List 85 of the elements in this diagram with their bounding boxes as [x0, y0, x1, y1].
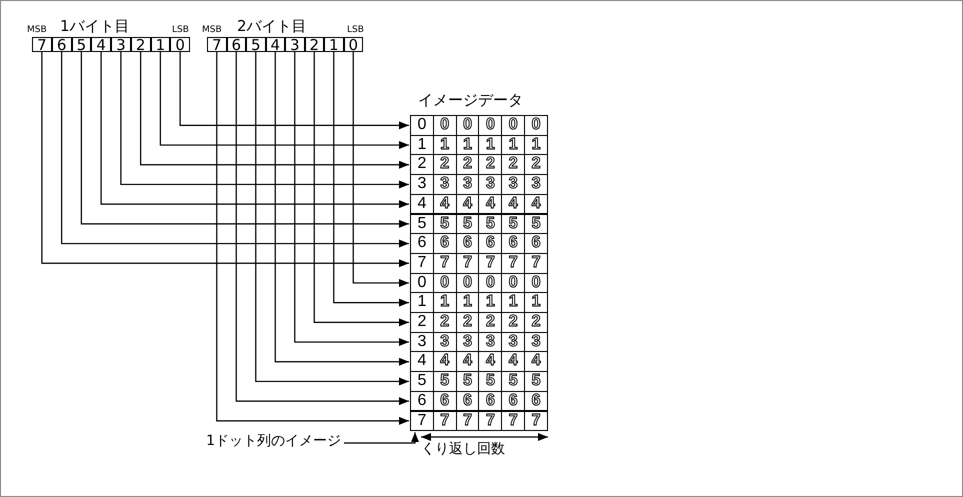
table-cell-text: 6 — [416, 392, 428, 410]
bit-cell: 0 — [170, 37, 190, 52]
table-row — [410, 410, 548, 432]
table-cell: 4 — [432, 194, 456, 214]
table-row — [410, 371, 548, 392]
bit-cell: 5 — [72, 37, 92, 52]
table-cell-text: 1 — [416, 293, 428, 312]
table-row — [410, 233, 548, 254]
table-cell: 7 — [456, 412, 478, 430]
table-row — [410, 154, 548, 176]
bit-cell: 3 — [285, 37, 304, 52]
table-cell-text: 7 — [416, 254, 428, 273]
bit-cell: 2 — [304, 37, 324, 52]
arrow — [120, 52, 409, 188]
byte-heading: 1バイト目 — [60, 19, 130, 34]
bit-order-label: LSB — [347, 26, 364, 35]
table-row — [410, 312, 548, 333]
bit-cell: 2 — [130, 37, 150, 52]
arrow — [255, 52, 409, 386]
table-cell-text: 3 — [416, 332, 428, 352]
table-cell-text: 5 — [416, 214, 428, 234]
bit-cell: 1 — [150, 37, 170, 52]
table-cell: 7 — [501, 412, 524, 430]
bit-cell: 4 — [91, 37, 111, 52]
bit-cell: 7 — [32, 37, 52, 52]
table-cell-text: 2 — [416, 155, 428, 174]
byte-heading: 2バイト目 — [237, 19, 307, 34]
bit-cell: 7 — [207, 37, 226, 52]
table-cell-text: 0 — [416, 274, 428, 292]
table-row — [410, 252, 548, 274]
table-cell-text: 5 — [416, 372, 428, 391]
table-cell: 6 — [456, 392, 478, 410]
bit-order-label: MSB — [27, 26, 47, 35]
arrow — [274, 52, 409, 366]
caption-text: 1ドット列のイメージ — [206, 434, 341, 448]
table-cell-text: 3 — [416, 175, 428, 194]
table-cell-text: 0 — [416, 116, 428, 135]
bit-cell: 1 — [324, 37, 344, 52]
table-row — [410, 332, 548, 352]
table-cell: 7 — [524, 412, 547, 430]
table-cell: 4 — [478, 194, 502, 214]
bit-cell: 6 — [226, 37, 246, 52]
arrow — [180, 52, 409, 130]
bit-order-label: MSB — [202, 26, 222, 35]
table-row — [410, 115, 548, 136]
table-cell-text: 4 — [416, 352, 428, 372]
arrow — [294, 52, 409, 346]
arrow — [160, 52, 409, 150]
table-cell: 7 — [432, 412, 456, 430]
bit-cell: 3 — [111, 37, 131, 52]
arrow — [80, 52, 409, 228]
table-cell: 4 — [456, 194, 478, 214]
table-cell: 4 — [501, 194, 524, 214]
table-row — [410, 390, 548, 412]
bit-cell: 0 — [344, 37, 363, 52]
table-cell: 6 — [432, 392, 456, 410]
bit-order-label: LSB — [172, 26, 189, 35]
table-cell: 7 — [478, 412, 502, 430]
table-cell-text: 4 — [416, 194, 428, 214]
table-cell-text: 6 — [416, 234, 428, 253]
table-heading: イメージデータ — [418, 93, 523, 108]
table-cell: 4 — [524, 194, 547, 214]
table-row — [410, 214, 548, 234]
arrow — [140, 52, 409, 169]
table-row — [410, 351, 548, 372]
table-cell-text: 7 — [416, 412, 428, 430]
table-cell-text: 2 — [416, 313, 428, 332]
table-cell: 6 — [524, 392, 547, 410]
bit-cell: 6 — [52, 37, 72, 52]
bit-cell: 5 — [246, 37, 266, 52]
dimension-label: くり返し回数 — [421, 442, 505, 456]
table-cell: 6 — [501, 392, 524, 410]
table-cell-text: 1 — [416, 136, 428, 154]
table-row — [410, 194, 548, 214]
arrow — [100, 52, 409, 208]
table-row — [410, 272, 548, 294]
arrow — [314, 52, 409, 326]
table-row — [410, 292, 548, 313]
arrow — [352, 52, 409, 287]
arrow — [333, 52, 409, 307]
bit-cell: 4 — [266, 37, 285, 52]
table-row — [410, 174, 548, 195]
arrow — [344, 432, 419, 444]
table-cell: 6 — [478, 392, 502, 410]
table-row — [410, 134, 548, 156]
